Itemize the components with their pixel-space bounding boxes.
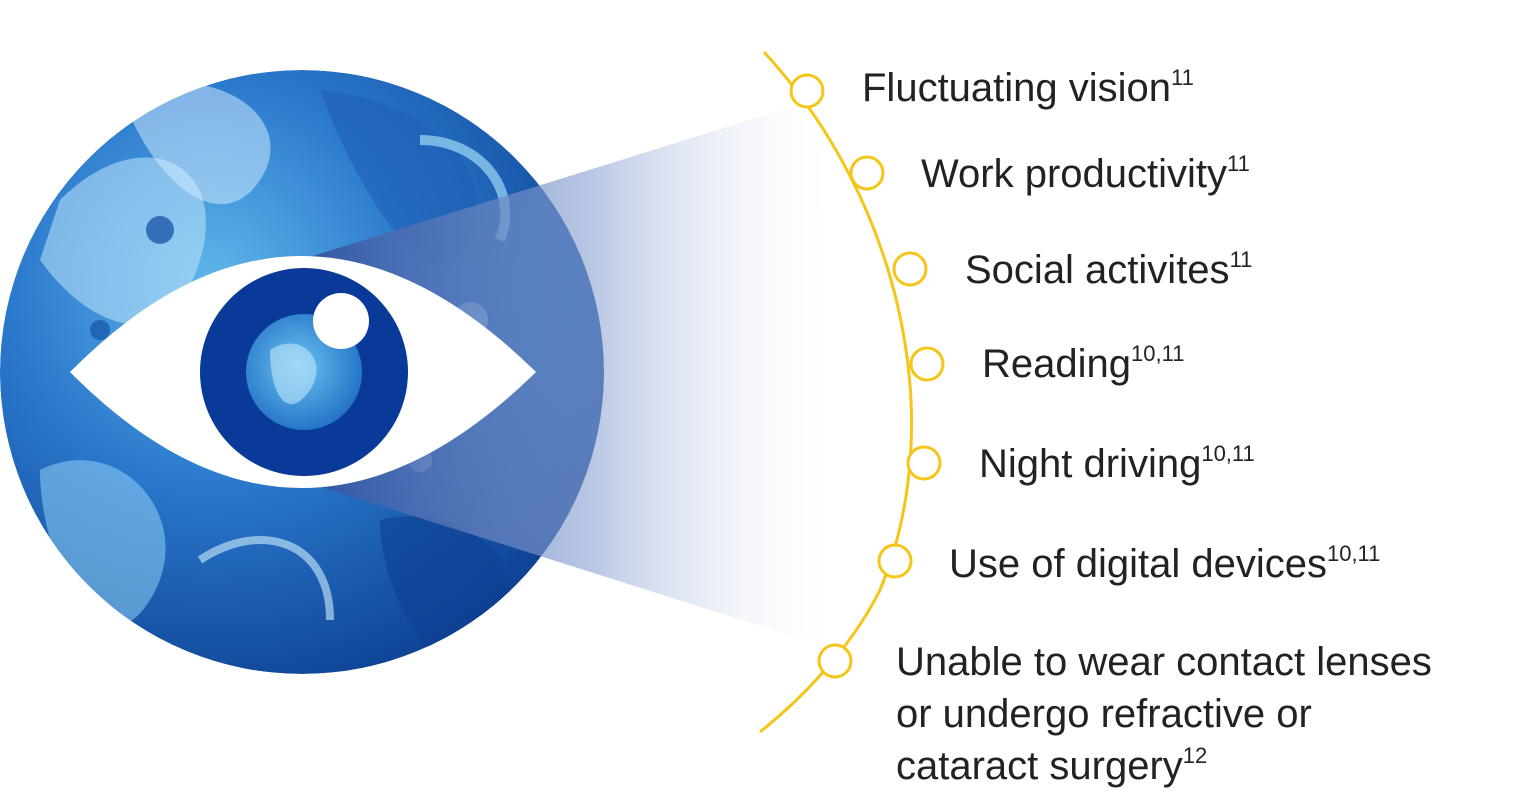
marker-4 [909,346,945,382]
projection-cone [300,98,830,648]
marker-6 [877,543,913,579]
item-label-line-2: or undergo refractive or [896,692,1312,736]
item-ref: 11 [1171,64,1194,90]
item-reading: Reading10,11 [982,338,1184,390]
timeline-arc [759,50,913,734]
item-label: Reading [982,342,1132,386]
item-label: Fluctuating vision [862,66,1172,110]
item-ref: 11 [1227,150,1250,176]
marker-7 [817,643,853,679]
item-label: Social activites [965,248,1230,292]
item-social-activites: Social activites11 [965,244,1252,296]
item-digital-devices: Use of digital devices10,11 [949,538,1380,590]
item-label: Use of digital devices [949,542,1327,586]
marker-3 [892,251,928,287]
item-night-driving: Night driving10,11 [979,438,1255,490]
item-ref: 11 [1229,246,1253,272]
eye-highlight [313,293,369,349]
marker-1 [789,73,825,109]
marker-5 [906,445,942,481]
item-fluctuating-vision: Fluctuating vision11 [862,62,1194,114]
item-label: Night driving [979,442,1202,486]
item-ref: 10,11 [1201,440,1255,466]
item-label-line-3: cataract surgery [896,744,1183,788]
item-label-line-1: Unable to wear contact lenses [896,640,1432,684]
marker-2 [849,155,885,191]
item-ref: 12 [1182,742,1208,768]
item-work-productivity: Work productivity11 [921,148,1250,200]
item-ref: 10,11 [1131,340,1185,366]
item-ref: 10,11 [1326,540,1381,566]
item-label: Work productivity [921,152,1228,196]
item-contact-lenses: Unable to wear contact lenses or undergo… [896,636,1496,792]
